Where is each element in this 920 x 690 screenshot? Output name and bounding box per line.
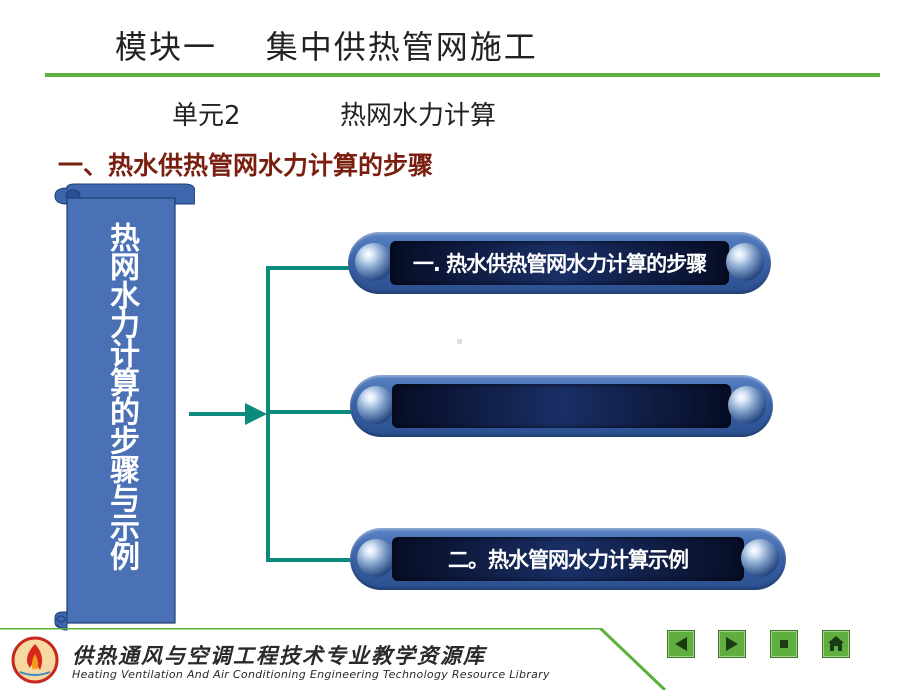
connector-branch-2 [266,410,356,414]
prev-button[interactable] [667,630,695,658]
step-button-2-panel [392,384,731,428]
module-title: 模块一 集中供热管网施工 [115,28,538,66]
step-button-3[interactable]: 二。热水管网水力计算示例 [350,528,786,590]
step-button-3-panel: 二。热水管网水力计算示例 [392,537,744,581]
connector-trunk [266,266,270,562]
footer-org-name-en: Heating Ventilation And Air Conditioning… [72,668,550,681]
arrow-head-icon [245,403,267,425]
scroll-title: 热网水力计算的步骤与示例 [104,222,139,570]
footer-divider [0,628,667,690]
orb-icon [355,243,393,281]
stop-button[interactable] [770,630,798,658]
header-divider [45,73,880,77]
section-heading: 一、热水供热管网水力计算的步骤 [58,151,434,180]
next-button[interactable] [718,630,746,658]
scroll-banner [54,183,195,631]
triangle-right-icon [726,637,738,651]
connector-branch-1 [266,266,356,270]
step-button-3-label: 二。热水管网水力计算示例 [448,548,689,572]
orb-icon [726,243,764,281]
flame-logo-icon [11,636,59,684]
square-icon [780,640,788,648]
home-button[interactable] [822,630,850,658]
home-icon [828,636,844,651]
step-button-1-label: 一. 热水供热管网水力计算的步骤 [412,252,707,276]
triangle-left-icon [675,637,687,651]
orb-icon [741,539,779,577]
unit-name: 热网水力计算 [340,101,497,131]
step-button-1-panel: 一. 热水供热管网水力计算的步骤 [390,241,729,285]
unit-label: 单元2 [172,101,241,131]
connector-branch-3 [266,558,356,562]
orb-icon [357,386,395,424]
orb-icon [357,539,395,577]
arrow-shaft [189,412,249,416]
dot-marker [457,339,462,344]
orb-icon [728,386,766,424]
step-button-1[interactable]: 一. 热水供热管网水力计算的步骤 [348,232,771,294]
footer-org-name: 供热通风与空调工程技术专业教学资源库 [72,644,486,668]
step-button-2[interactable] [350,375,773,437]
